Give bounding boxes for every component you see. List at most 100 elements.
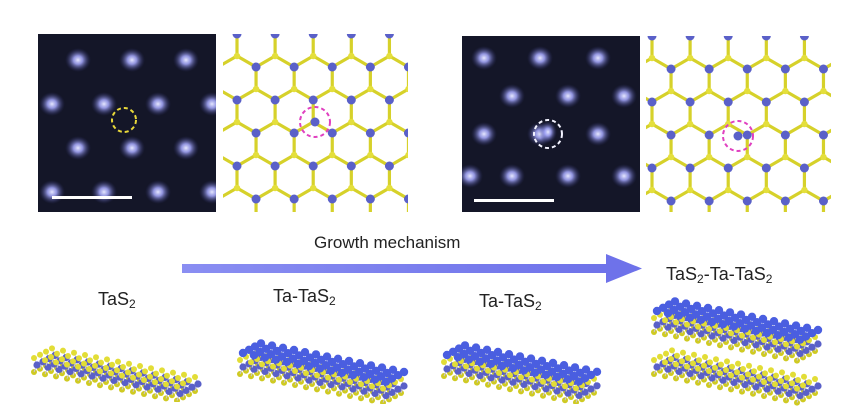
stem-atom-spot xyxy=(611,164,637,188)
ta-atom xyxy=(704,64,714,74)
stem-atom-spot xyxy=(555,84,581,108)
stem-atom-spot xyxy=(145,180,171,204)
s-atom xyxy=(705,87,713,95)
stem-image-left xyxy=(38,34,216,212)
ta-atom xyxy=(270,95,280,105)
ta-atom xyxy=(818,64,828,74)
ta-atom xyxy=(384,34,394,39)
s-atom xyxy=(725,54,732,62)
stem-atom-spot xyxy=(585,46,611,70)
s-atom xyxy=(782,153,789,161)
s-atom xyxy=(290,85,298,93)
stem-atom-spot xyxy=(65,136,91,160)
s-atom xyxy=(820,153,827,161)
crystal-layer xyxy=(31,345,202,402)
growth-arrow xyxy=(182,254,644,284)
ta-atom xyxy=(647,36,657,41)
ta-atom xyxy=(327,62,337,72)
stem-atom-spot xyxy=(91,92,117,116)
crystal-layer xyxy=(651,297,823,364)
scale-bar xyxy=(474,199,554,202)
ta-atom xyxy=(346,34,356,39)
s-atom xyxy=(744,87,751,95)
ta-atom xyxy=(647,163,657,173)
ta-atom xyxy=(799,97,809,107)
ta-atom xyxy=(780,64,790,74)
ta-atom xyxy=(308,161,318,171)
ta-atom xyxy=(251,128,261,138)
highlight-ta-atom xyxy=(733,131,743,141)
s-atom xyxy=(233,184,241,192)
stem-atom-spot xyxy=(39,92,65,116)
s-atom xyxy=(763,120,770,128)
ta-atom xyxy=(232,161,242,171)
stem-atom-spot xyxy=(145,92,171,116)
highlight-circle xyxy=(722,120,754,152)
s-atom xyxy=(348,184,355,192)
lattice-model-left xyxy=(223,34,408,212)
stem-atom-spot xyxy=(611,84,637,108)
s-atom xyxy=(782,87,789,95)
s-atom xyxy=(820,87,827,95)
ta-atom xyxy=(346,95,356,105)
s-atom xyxy=(405,85,408,93)
ta-atom xyxy=(666,64,676,74)
s-atom xyxy=(310,52,317,60)
ta-atom xyxy=(327,194,337,204)
s-atom xyxy=(801,54,808,62)
stem-atom-spot xyxy=(39,180,65,204)
ta-atom xyxy=(704,130,714,140)
stem-atom-spot xyxy=(585,122,611,146)
highlight-circle xyxy=(111,107,137,133)
stem-atom-spot xyxy=(65,48,91,72)
s-atom xyxy=(667,87,675,95)
crystal-model-tas2-ta-tas2 xyxy=(648,288,830,406)
lattice-atoms xyxy=(647,36,828,206)
ta-atom xyxy=(251,62,261,72)
s-atom xyxy=(329,151,336,159)
lattice-atoms xyxy=(232,34,408,204)
ta-atom xyxy=(780,130,790,140)
stem-atom-spot xyxy=(471,46,497,70)
s-atom xyxy=(348,52,355,60)
ta-atom xyxy=(289,194,299,204)
s-atom xyxy=(271,184,279,192)
ta-atom xyxy=(761,163,771,173)
s-atom xyxy=(329,85,336,93)
ta-atom xyxy=(647,97,657,107)
stem-atom-spot xyxy=(499,164,525,188)
ta-atom xyxy=(799,163,809,173)
ta-atom xyxy=(723,163,733,173)
s-atom xyxy=(801,120,808,128)
stage-label-ta-tas2-a: Ta-TaS2 xyxy=(273,286,336,308)
s-atom xyxy=(367,151,374,159)
ta-atom xyxy=(365,62,375,72)
stage-label-tas2-ta-tas2: TaS2-Ta-TaS2 xyxy=(666,264,773,286)
ta-atom xyxy=(761,36,771,41)
stem-atom-spot xyxy=(527,46,553,70)
growth-mechanism-label: Growth mechanism xyxy=(314,233,461,252)
ta-atom xyxy=(723,97,733,107)
stem-atom-spot xyxy=(119,136,145,160)
ta-atom xyxy=(761,97,771,107)
ta-atom xyxy=(704,196,714,206)
ta-atom xyxy=(308,95,318,105)
ta-atom xyxy=(270,161,280,171)
ta-atom xyxy=(403,62,408,72)
ta-atom xyxy=(685,97,695,107)
s-atom xyxy=(348,118,355,126)
s-atom xyxy=(310,184,317,192)
ta-atom xyxy=(289,128,299,138)
ta-atom xyxy=(742,64,752,74)
s-atom xyxy=(367,85,374,93)
stage-label-tas2: TaS2 xyxy=(98,289,136,311)
arrow-head xyxy=(606,254,642,283)
s-atom xyxy=(763,186,770,194)
stem-image-right xyxy=(462,36,640,212)
s-atom xyxy=(648,54,656,62)
highlight-circle xyxy=(299,106,331,138)
s-atom xyxy=(801,186,808,194)
s-atom xyxy=(271,52,279,60)
ta-atom xyxy=(232,34,242,39)
ta-atom xyxy=(723,36,733,41)
